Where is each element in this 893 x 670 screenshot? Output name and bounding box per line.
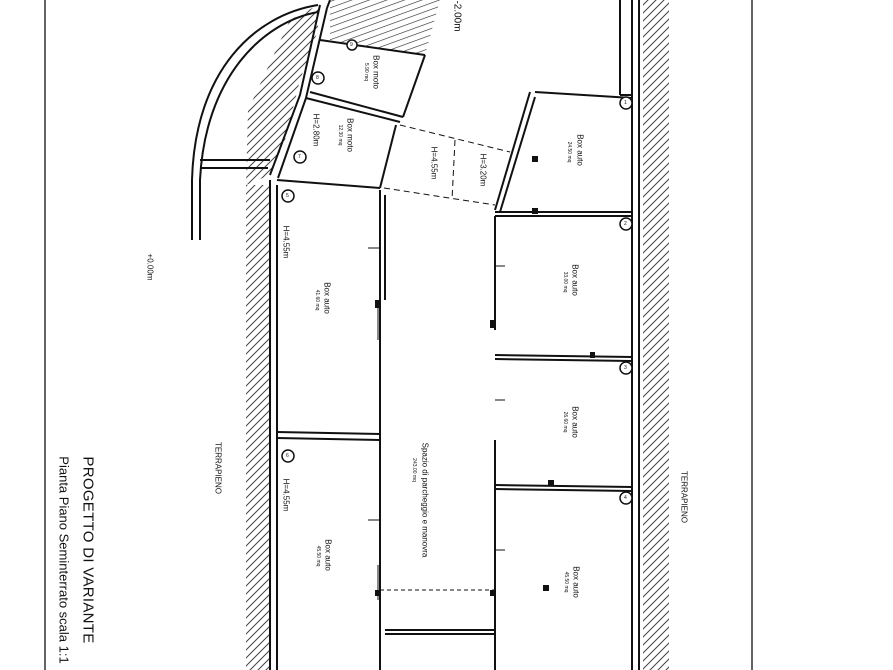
column-marker bbox=[281, 449, 295, 463]
plan-subtitle: Pianta Piano Seminterrato scala 1:1 bbox=[56, 456, 72, 664]
column-id: 7 bbox=[298, 154, 301, 160]
column-id: 3 bbox=[624, 365, 627, 371]
terrapieno-right-label: TERRAPIENO bbox=[679, 470, 689, 524]
room-name: Box auto bbox=[570, 264, 580, 296]
height-label: H=4.55m bbox=[429, 146, 439, 180]
right-earth-hatch bbox=[643, 0, 669, 670]
room-name: Box moto bbox=[371, 55, 381, 89]
height-label: H=3.20m bbox=[478, 153, 488, 187]
column-marker bbox=[619, 361, 633, 375]
room-name: Box auto bbox=[570, 406, 580, 438]
level-top-label: -2.00m bbox=[451, 0, 463, 32]
room-area: 12.30 mq bbox=[337, 124, 343, 146]
project-title: PROGETTO DI VARIANTE bbox=[79, 456, 97, 644]
height-label: H=4.55m bbox=[281, 225, 291, 259]
room-name: Box auto bbox=[575, 134, 585, 166]
frame-lines bbox=[44, 0, 753, 670]
column-id: 5 bbox=[286, 193, 289, 199]
room-area: 243.00 mq bbox=[411, 458, 417, 482]
room-name: Box auto bbox=[571, 566, 581, 598]
room-area: 5.90 mq bbox=[363, 62, 369, 82]
room-area: 26.60 mq bbox=[562, 411, 568, 433]
walls bbox=[269, 0, 640, 670]
column-id: 8 bbox=[316, 75, 319, 81]
room-area: 41.60 mq bbox=[314, 289, 320, 311]
column-marker bbox=[619, 217, 633, 231]
terrapieno-left-label: TERRAPIENO bbox=[213, 441, 223, 495]
filled-marks bbox=[375, 156, 595, 596]
column-id: 1 bbox=[624, 100, 627, 106]
room-name: Box auto bbox=[323, 539, 333, 571]
column-marker bbox=[619, 96, 633, 110]
ramp-dashed bbox=[383, 124, 511, 206]
column-marker bbox=[619, 491, 633, 505]
left-earth-hatch bbox=[246, 5, 318, 670]
room-name: Box moto bbox=[345, 118, 355, 152]
column-id: 2 bbox=[624, 221, 627, 227]
curved-ramp bbox=[191, 4, 319, 240]
room-name: Spazio di parcheggio e manovra bbox=[420, 442, 430, 558]
column-marker bbox=[281, 189, 295, 203]
column-id: 9 bbox=[350, 42, 353, 48]
column-marker bbox=[311, 71, 325, 85]
column-id: 6 bbox=[286, 453, 289, 459]
dimension-marks bbox=[368, 247, 505, 600]
room-area: 45.50 mq bbox=[315, 545, 321, 567]
room-area: 33.00 mq bbox=[562, 271, 568, 293]
room-area: 45.50 mq bbox=[563, 571, 569, 593]
height-label: H=4.55m bbox=[281, 478, 291, 512]
column-id: 4 bbox=[624, 495, 627, 501]
room-name: Box auto bbox=[322, 282, 332, 314]
stair-hatch bbox=[330, 0, 440, 55]
column-marker bbox=[346, 39, 358, 51]
columns bbox=[281, 39, 633, 505]
column-marker bbox=[293, 150, 307, 164]
level-zero-label: +0.00m bbox=[145, 253, 155, 281]
height-label: H=2.80m bbox=[311, 113, 321, 147]
room-area: 24.50 mq bbox=[566, 141, 572, 163]
